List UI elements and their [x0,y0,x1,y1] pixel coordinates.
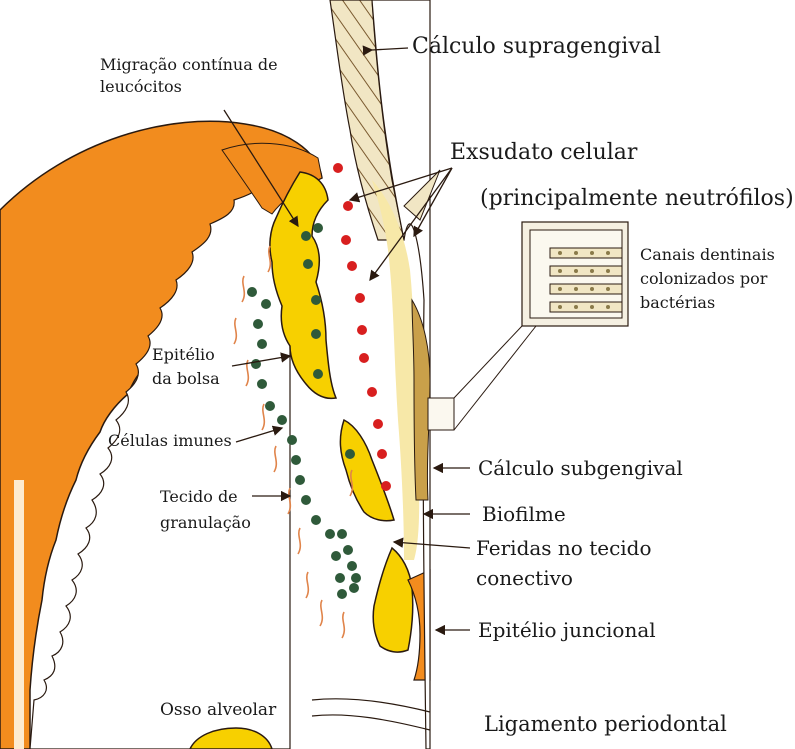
immune-cell [257,379,267,389]
neutrophil-cell [359,353,369,363]
neutrophil-cell [341,235,351,245]
immune-cell [313,369,323,379]
immune-cell [351,573,361,583]
label-migracao-2: leucócitos [100,76,182,97]
immune-cell [331,551,341,561]
neutrophil-cell [355,293,365,303]
label-migracao-1: Migração contínua de [100,54,278,75]
pocket-epithelium-lower [340,420,394,521]
immune-cell [311,295,321,305]
immune-cell [301,231,311,241]
neutrophil-cell [373,419,383,429]
immune-cell [291,455,301,465]
label-ligamento-periodontal: Ligamento periodontal [484,712,727,736]
immune-cell [335,573,345,583]
label-canais-2: colonizados por [640,268,767,289]
immune-cell [261,299,271,309]
neutrophil-cell [357,325,367,335]
immune-cell [253,319,263,329]
label-calculo-supragengival: Cálculo supragengival [412,34,661,59]
neutrophil-cell [333,163,343,173]
label-tecido-granulacao-1: Tecido de [160,486,238,507]
immune-cell [313,223,323,233]
immune-cell [345,449,355,459]
left-scale-strip [14,480,24,749]
neutrophil-cell [377,449,387,459]
immune-cell [277,415,287,425]
neutrophil-cell [381,481,391,491]
immune-cell [343,545,353,555]
immune-cell [337,589,347,599]
label-epitelio-bolsa-2: da bolsa [152,368,220,389]
label-feridas-2: conectivo [476,566,573,590]
label-epitelio-bolsa-1: Epitélio [152,344,215,365]
immune-cell [311,329,321,339]
neutrophil-cell [343,201,353,211]
immune-cell [347,561,357,571]
immune-cell [287,435,297,445]
dentinal-tubules-inset [428,222,628,430]
label-epitelio-juncional: Epitélio juncional [478,618,656,642]
label-celulas-imunes: Células imunes [108,430,232,451]
label-canais-3: bactérias [640,292,715,313]
label-calculo-subgengival: Cálculo subgengival [478,456,683,480]
immune-cell [251,359,261,369]
label-neutrofilos: (principalmente neutrófilos) [480,186,794,211]
immune-cell [301,495,311,505]
immune-cell [295,475,305,485]
label-biofilme: Biofilme [482,502,566,526]
neutrophil-cell [367,387,377,397]
label-osso-alveolar: Osso alveolar [160,700,276,720]
immune-cell [325,529,335,539]
immune-cell [337,529,347,539]
label-feridas-1: Feridas no tecido [476,536,652,560]
neutrophil-cell [347,261,357,271]
immune-cell [303,259,313,269]
label-exsudato-celular: Exsudato celular [450,140,637,165]
periodontal-ligament-lines [312,699,430,730]
immune-cell [257,339,267,349]
immune-cell [247,287,257,297]
junctional-epithelium [373,548,413,652]
immune-cell [265,401,275,411]
immune-cell [349,583,359,593]
immune-cell [311,515,321,525]
label-tecido-granulacao-2: granulação [160,512,251,533]
label-canais-1: Canais dentinais [640,244,775,265]
